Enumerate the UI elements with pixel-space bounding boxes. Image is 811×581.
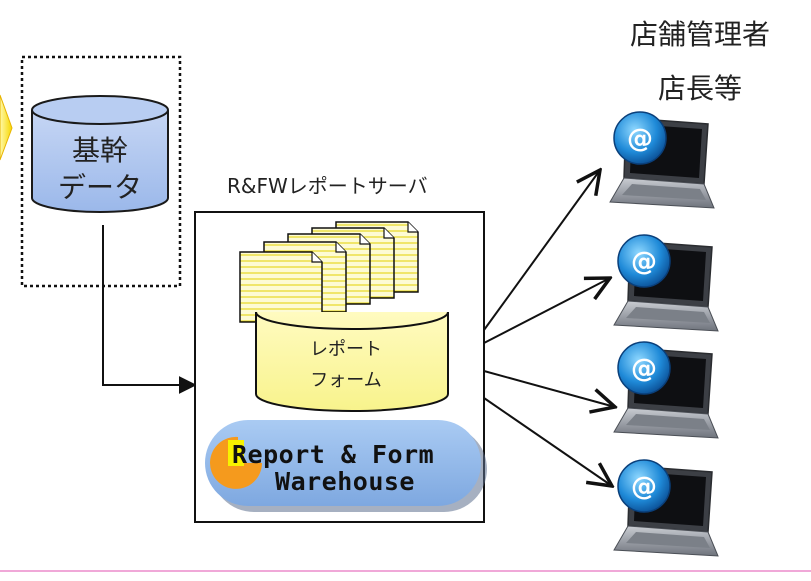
source-db-label-1: 基幹: [72, 134, 128, 167]
report-db-cylinder: レポート フォーム: [255, 311, 449, 412]
left-chevron-shape: [0, 94, 13, 161]
client-laptop-4: @: [613, 459, 719, 557]
arrow-to-client-3: [483, 370, 615, 407]
recipients-title-2: 店長等: [658, 72, 742, 105]
at-sign-glyph: @: [631, 472, 657, 502]
logo-r-highlight-icon: [228, 440, 244, 466]
db-to-server-connector: [102, 225, 197, 394]
client-laptop-3: @: [613, 341, 719, 439]
at-sign-glyph: @: [627, 124, 653, 154]
product-logo: Report & Form Warehouse: [205, 420, 487, 512]
server-label: R&FWレポートサーバ: [227, 174, 428, 198]
source-db-cylinder: 基幹 データ: [31, 95, 169, 213]
client-laptop-2: @: [613, 234, 719, 332]
report-documents-stack: [239, 221, 419, 323]
logo-line-1: Report & Form: [232, 440, 434, 469]
at-sign-glyph: @: [631, 247, 657, 277]
email-globe-icon: [613, 111, 667, 165]
source-system-box: [20, 55, 182, 288]
report-db-label-1: レポート: [310, 339, 382, 360]
email-globe-icon: [617, 234, 671, 288]
report-db-label-2: フォーム: [310, 370, 381, 391]
at-sign-glyph: @: [631, 354, 657, 384]
arrow-to-client-4: [483, 397, 612, 486]
source-db-label-2: データ: [58, 171, 142, 204]
client-laptop-1: @: [609, 111, 715, 209]
distribution-arrows: [483, 170, 615, 486]
arrow-to-client-2: [483, 278, 610, 344]
logo-line-2: Warehouse: [275, 467, 415, 496]
recipients-title-1: 店舗管理者: [630, 18, 770, 51]
email-globe-icon: [617, 459, 671, 513]
email-globe-icon: [617, 341, 671, 395]
arrow-to-client-1: [483, 170, 600, 331]
